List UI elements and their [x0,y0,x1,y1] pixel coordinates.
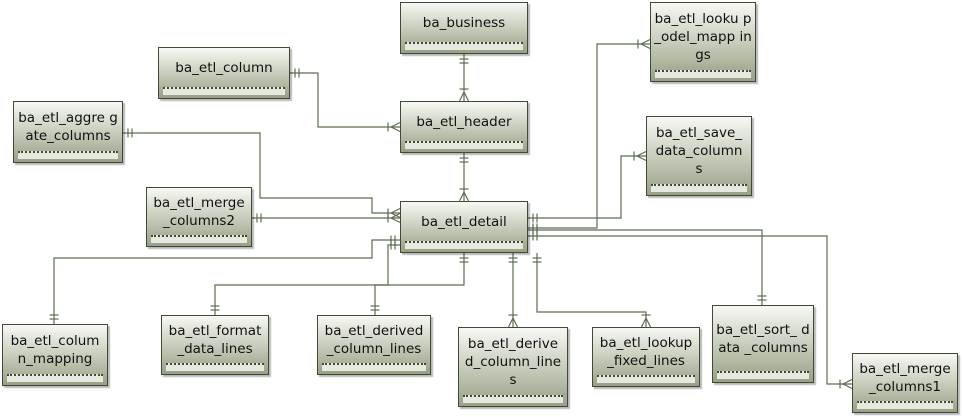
entity-fields-placeholder [857,401,953,409]
entity-fields-placeholder [7,374,103,382]
entity-ba-etl-save-data-columns[interactable]: ba_etl_save_ data_column s [646,116,752,196]
entity-name: ba_etl_format _data_lines [168,322,262,357]
entity-name: ba_etl_lookup _fixed_lines [599,334,693,369]
entity-ba-etl-merge-columns2[interactable]: ba_etl_merge _columns2 [146,187,252,247]
entity-fields-placeholder [151,235,247,243]
entity-fields-placeholder [405,42,523,50]
entity-ba-etl-column[interactable]: ba_etl_column [158,47,290,99]
entity-ba-business[interactable]: ba_business [400,2,528,54]
entity-fields-placeholder [655,70,751,78]
entity-name: ba_etl_header [416,113,512,130]
entity-ba-etl-aggregate-columns[interactable]: ba_etl_aggre gate_columns [13,101,123,163]
entity-ba-etl-lookup-odel-mappings[interactable]: ba_etl_looku p_odel_mapp ings [650,2,756,82]
entity-name: ba_etl_derive d_column_line s [464,335,562,388]
entity-ba-etl-lookup-fixed-lines[interactable]: ba_etl_lookup _fixed_lines [592,327,700,387]
entity-name: ba_etl_save_ data_column s [655,124,743,177]
rel-business-header [458,54,470,102]
entity-ba-etl-derived-column-lines[interactable]: ba_etl_derived _column_lines [317,315,431,375]
entity-fields-placeholder [166,363,264,371]
rel-detail-sort-data [528,225,767,305]
entity-ba-etl-header[interactable]: ba_etl_header [400,101,528,153]
entity-name: ba_business [422,14,506,31]
entity-name: ba_etl_derived _column_lines [324,322,424,357]
rel-detail-lookup-fixed [532,253,652,328]
entity-name: ba_etl_detail [421,213,507,230]
rel-detail-save-data [528,150,647,223]
entity-name: ba_etl_sort_ data _columns [716,321,810,356]
entity-ba-etl-column-mapping[interactable]: ba_etl_colum n_mapping [2,324,108,386]
rel-detail-lookup-odel [528,38,651,233]
entity-name: ba_etl_aggre gate_columns [18,109,118,144]
entity-ba-etl-sort-data-columns[interactable]: ba_etl_sort_ data _columns [712,305,814,383]
rel-detail-column-mapping [49,235,400,324]
entity-ba-etl-derived-column-lines-2[interactable]: ba_etl_derive d_column_line s [458,327,568,407]
entity-fields-placeholder [463,395,563,403]
entity-ba-etl-detail[interactable]: ba_etl_detail [400,201,528,253]
entity-fields-placeholder [717,371,809,379]
entity-name: ba_etl_colum n_mapping [10,332,100,367]
entity-name: ba_etl_merge _columns2 [153,194,245,229]
entity-ba-etl-merge-columns1[interactable]: ba_etl_merge _columns1 [852,353,958,413]
entity-name: ba_etl_merge _columns1 [859,360,951,395]
rel-column-header [290,68,401,133]
entity-name: ba_etl_column [175,59,273,76]
entity-fields-placeholder [405,241,523,249]
entity-fields-placeholder [322,363,426,371]
entity-fields-placeholder [405,141,523,149]
entity-fields-placeholder [651,184,747,192]
rel-detail-derived-col [370,253,469,315]
rel-header-detail [458,153,470,202]
entity-fields-placeholder [597,375,695,383]
entity-fields-placeholder [163,87,285,95]
entity-ba-etl-format-data-lines[interactable]: ba_etl_format _data_lines [161,315,269,375]
rel-detail-merge1 [528,231,853,390]
rel-detail-derived-col-2 [507,253,519,328]
rel-merge2-detail [252,212,401,224]
entity-fields-placeholder [18,151,118,159]
entity-name: ba_etl_looku p_odel_mapp ings [654,10,752,63]
